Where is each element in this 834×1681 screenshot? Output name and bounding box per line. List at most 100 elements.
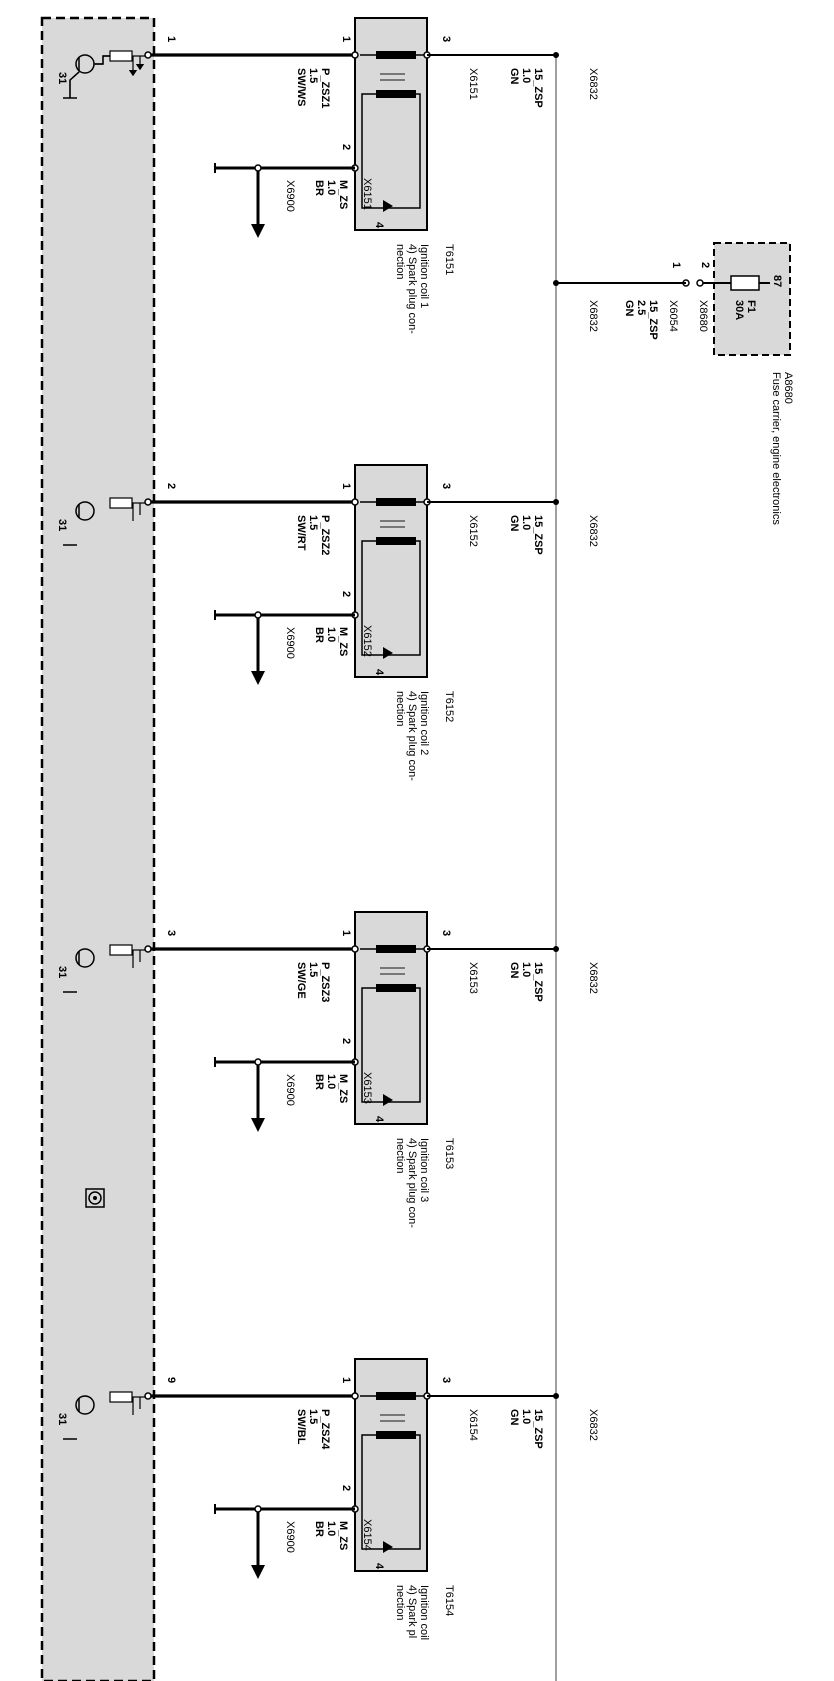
- ground-arrow-icon: [251, 671, 265, 685]
- supply-wire-size: 1.0: [520, 515, 532, 530]
- coil-note: 4) Spark pl: [406, 1585, 418, 1638]
- coil-id: T6153: [443, 1138, 455, 1169]
- fuse-supply-connector: X6832: [587, 300, 599, 332]
- supply-wire-name: 15_ZSP: [532, 1409, 544, 1449]
- coil-note-2: nection: [394, 1585, 406, 1620]
- ground-arrow-icon: [251, 1118, 265, 1132]
- coil-connector: X6154: [467, 1409, 479, 1441]
- coil-pin-2: 2: [340, 144, 352, 150]
- coil-description: Ignition coil 2: [418, 691, 430, 755]
- coil-connector-ground: X6152: [361, 625, 373, 657]
- coil-note-2: nection: [394, 1138, 406, 1173]
- coil-winding-icon: [376, 51, 416, 59]
- supply-wire-color: GN: [508, 1409, 520, 1426]
- coil-pin-4: 4: [373, 1116, 385, 1123]
- spark-plug-icon: [383, 200, 393, 212]
- ground-wire-size: 1.0: [325, 1521, 337, 1536]
- coil-connector: X6152: [467, 515, 479, 547]
- coil-description: Ignition coil: [418, 1585, 430, 1640]
- ground-wire-name: M_ZS: [337, 1074, 349, 1103]
- transistor-icon: [75, 501, 95, 521]
- signal-wire-name: P_ZSZ4: [319, 1409, 331, 1450]
- ground-wire-color: BR: [313, 627, 325, 643]
- transistor-icon: [75, 1395, 95, 1415]
- resistor-icon: [109, 50, 133, 62]
- ecu-pin-number: 3: [165, 930, 177, 936]
- fuse-wire-connector: X6054: [667, 300, 679, 332]
- coil-pin-2: 2: [340, 591, 352, 597]
- supply-connector: X6832: [587, 515, 599, 547]
- spark-plug-icon: [383, 1541, 393, 1553]
- ground-label: 31: [56, 966, 68, 978]
- coil-description: Ignition coil 1: [418, 244, 430, 308]
- ground-connector: X6900: [284, 627, 296, 659]
- coil-connector: X6153: [467, 962, 479, 994]
- coil-pin-3: 3: [440, 483, 452, 489]
- ground-label: 31: [56, 519, 68, 531]
- supply-wire-size: 1.0: [520, 962, 532, 977]
- fuse-carrier: 87 F1 30A X8680 2 1 X6054 15_ZSP 2.5 GN …: [553, 242, 794, 525]
- ground-connector: X6900: [284, 1074, 296, 1106]
- ecu-pin-number: 1: [165, 36, 177, 42]
- ground-wire-size: 1.0: [325, 1074, 337, 1089]
- coil-connector-ground: X6154: [361, 1519, 373, 1551]
- supply-wire-color: GN: [508, 962, 520, 979]
- coil-note: 4) Spark plug con-: [406, 244, 418, 334]
- ground-wire-name: M_ZS: [337, 1521, 349, 1550]
- coil-note-2: nection: [394, 691, 406, 726]
- signal-wire-size: 1.5: [307, 1409, 319, 1424]
- coil-pin-4: 4: [373, 669, 385, 676]
- coil-connector-ground: X6151: [361, 178, 373, 210]
- fuse-wire-size: 2.5: [635, 300, 647, 315]
- coil-note: 4) Spark plug con-: [406, 691, 418, 781]
- resistor-icon: [109, 497, 133, 509]
- coil-pin-3: 3: [440, 36, 452, 42]
- signal-wire-color: SW/RT: [295, 515, 307, 551]
- supply-connector: X6832: [587, 1409, 599, 1441]
- supply-connector: X6832: [587, 962, 599, 994]
- coil-pin-4: 4: [373, 222, 385, 229]
- ground-wire-color: BR: [313, 1521, 325, 1537]
- signal-wire-color: SW/WS: [295, 68, 307, 107]
- coil-description: Ignition coil 3: [418, 1138, 430, 1202]
- ground-connector: X6900: [284, 1521, 296, 1553]
- coil-id: T6152: [443, 691, 455, 722]
- ground-arrow-icon: [251, 1565, 265, 1579]
- signal-wire-size: 1.5: [307, 68, 319, 83]
- signal-wire-color: SW/BL: [295, 1409, 307, 1445]
- supply-connector: X6832: [587, 68, 599, 100]
- signal-wire-name: P_ZSZ3: [319, 962, 331, 1002]
- ground-wire-size: 1.0: [325, 627, 337, 642]
- resistor-icon: [109, 944, 133, 956]
- supply-wire-size: 1.0: [520, 68, 532, 83]
- ecu-pin-number: 2: [165, 483, 177, 489]
- fuse-wire-signal: 15_ZSP: [647, 300, 659, 340]
- ground-wire-color: BR: [313, 1074, 325, 1090]
- resistor-icon: [109, 1391, 133, 1403]
- coil-pin-3: 3: [440, 1377, 452, 1383]
- coil-connector-ground: X6153: [361, 1072, 373, 1104]
- fuse-pin-in: 2: [699, 262, 711, 268]
- ground-label: 31: [56, 72, 68, 84]
- supply-wire-size: 1.0: [520, 1409, 532, 1424]
- fuse-pin-top: 87: [771, 275, 783, 287]
- signal-wire-color: SW/GE: [295, 962, 307, 999]
- supply-wire-name: 15_ZSP: [532, 68, 544, 108]
- fuse-connector: X8680: [697, 300, 709, 332]
- fuse-component-id: A8680: [782, 372, 794, 404]
- coil-pin-3: 3: [440, 930, 452, 936]
- coil-id: T6151: [443, 244, 455, 275]
- ecu-pin-number: 9: [165, 1377, 177, 1383]
- fuse-splice-pin: 1: [670, 262, 682, 268]
- coil-pin-1: 1: [340, 36, 352, 42]
- supply-wire-name: 15_ZSP: [532, 515, 544, 555]
- coil-pin-4: 4: [373, 1563, 385, 1570]
- supply-wire-name: 15_ZSP: [532, 962, 544, 1002]
- signal-wire-size: 1.5: [307, 515, 319, 530]
- spark-plug-icon: [383, 1094, 393, 1106]
- coil-winding-icon: [376, 945, 416, 953]
- ground-wire-size: 1.0: [325, 180, 337, 195]
